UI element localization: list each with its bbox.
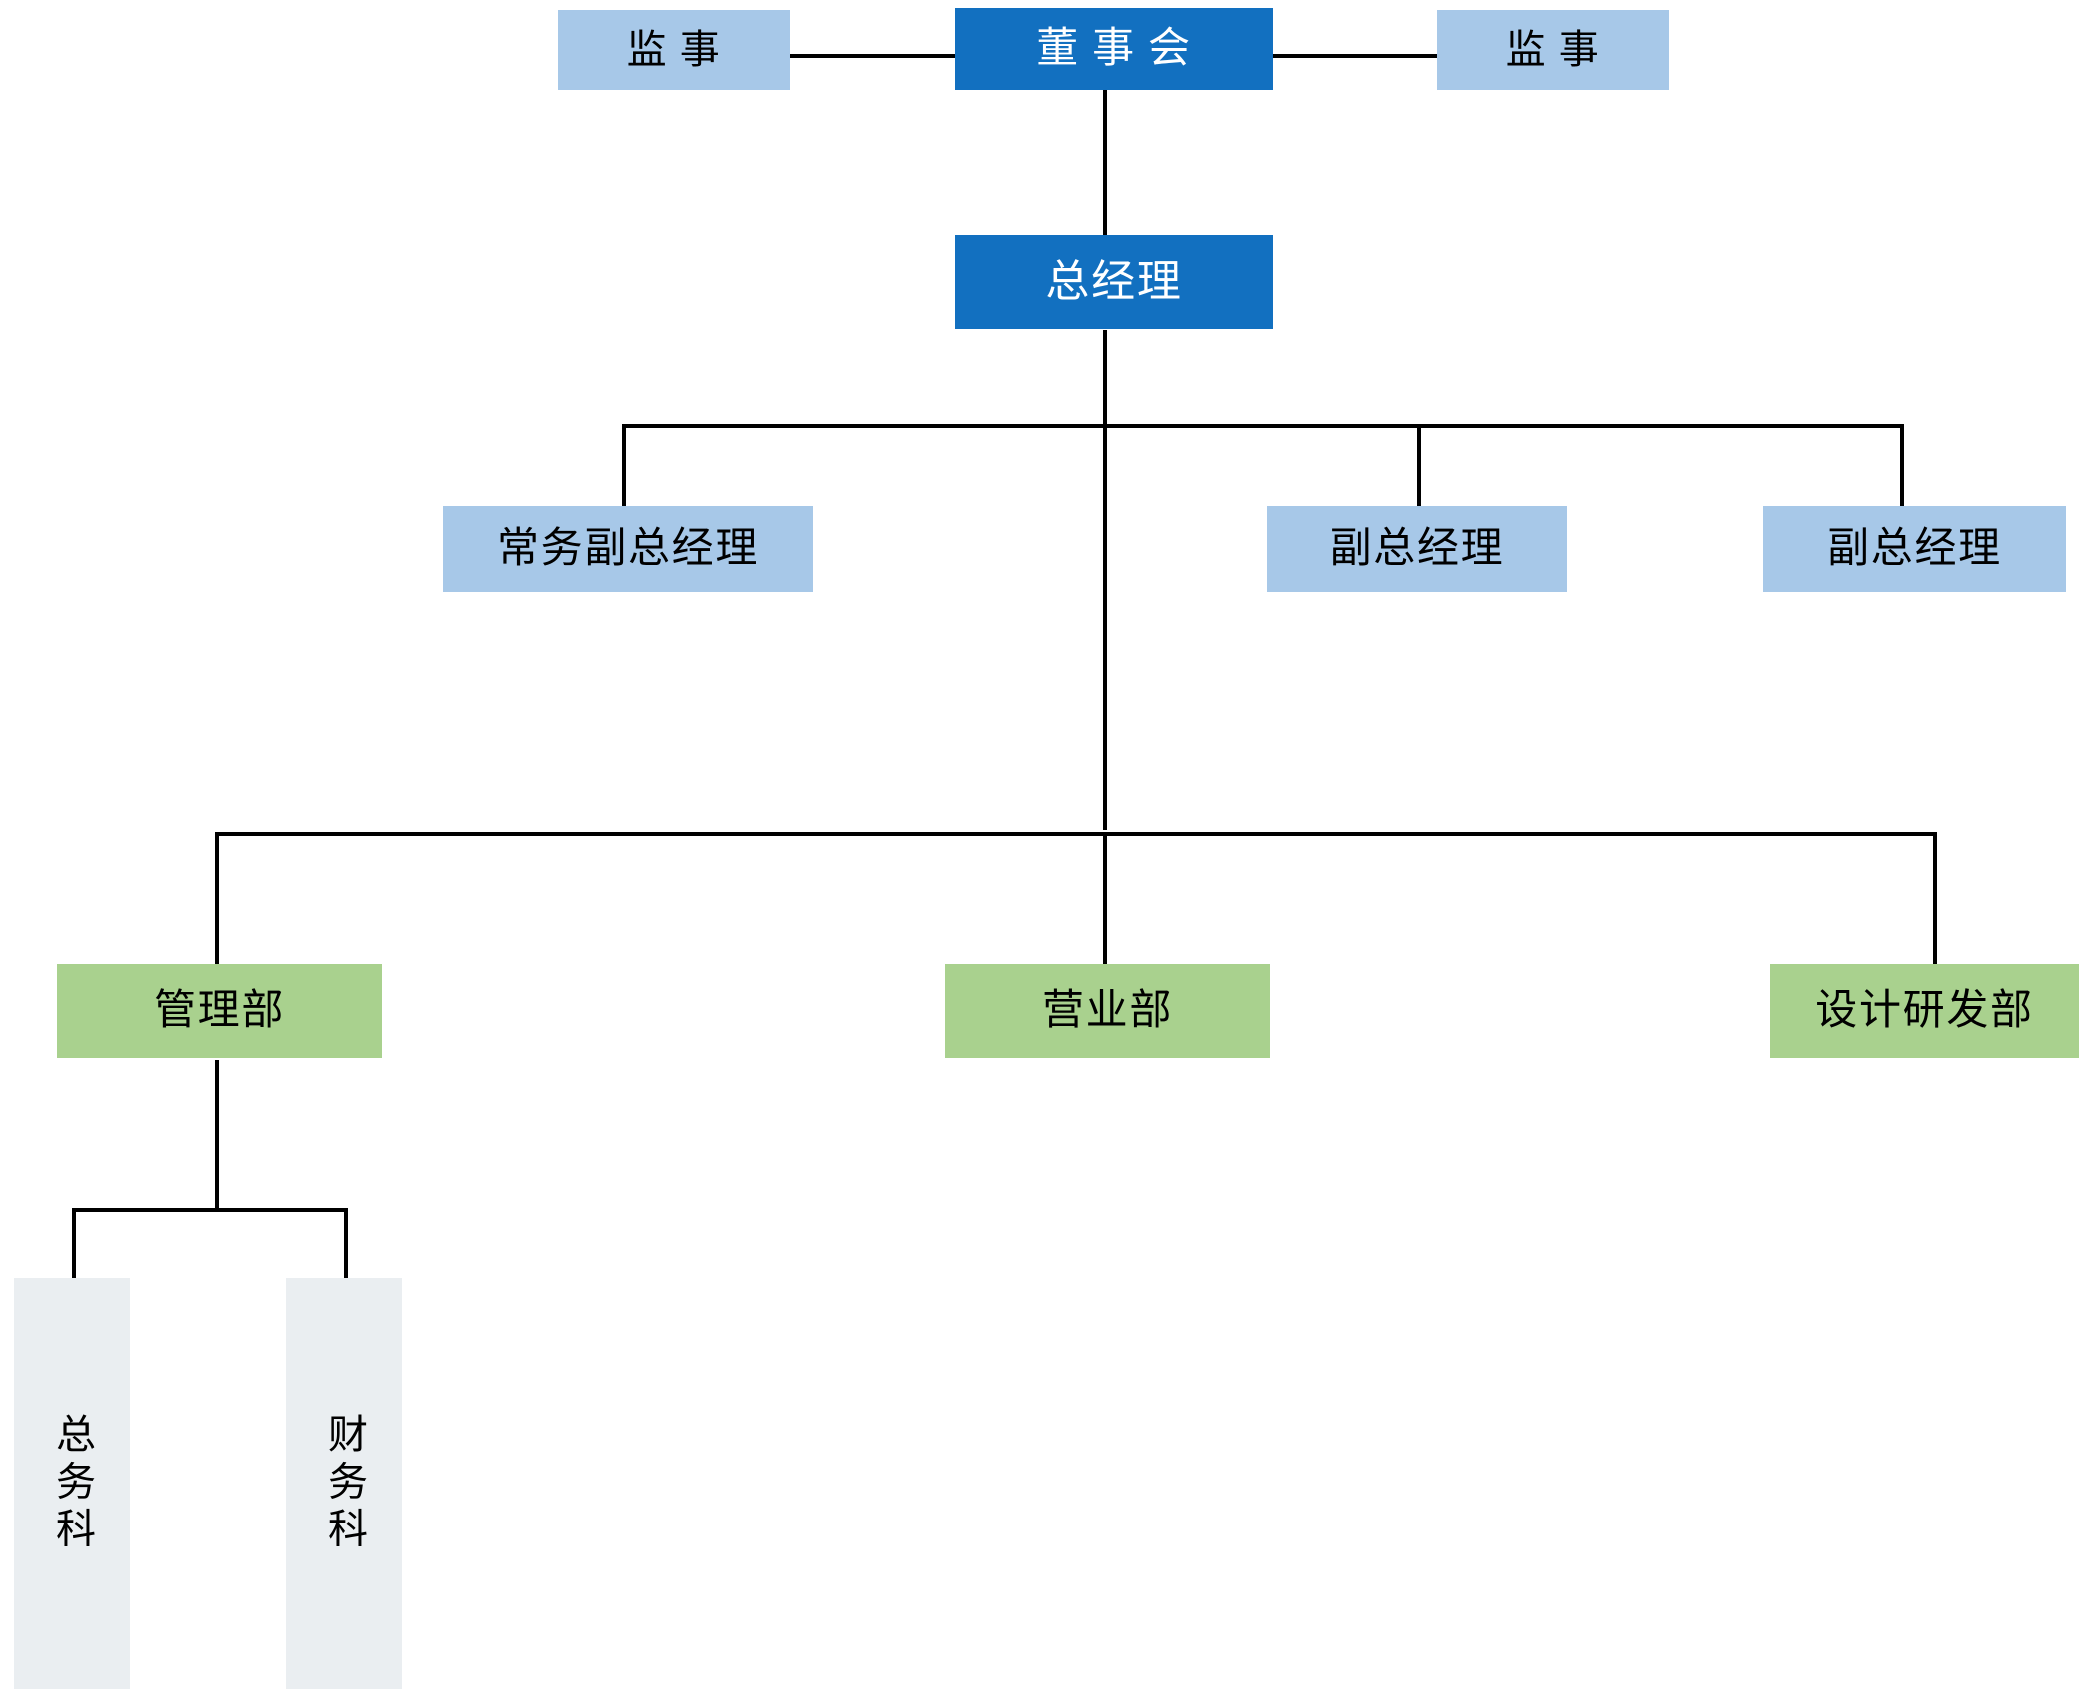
node-management-dept-label: 管理部 (153, 987, 286, 1034)
node-executive-vice-gm[interactable]: 常务副总经理 (443, 506, 813, 592)
node-board-of-directors[interactable]: 董 事 会 (955, 8, 1273, 90)
connector-level3-bus (622, 424, 1904, 428)
connector-level3-drop-vice-gm-right (1900, 424, 1904, 508)
node-design-rd-dept-label: 设计研发部 (1815, 987, 2034, 1034)
node-general-manager-label: 总经理 (1045, 256, 1183, 306)
node-general-affairs-section-label: 总务科 (50, 1412, 95, 1555)
connector-gm-trunk (1103, 330, 1107, 830)
connector-level4-bus (215, 832, 1937, 836)
node-supervisor-left[interactable]: 监 事 (558, 10, 790, 90)
node-supervisor-right-label: 监 事 (1505, 27, 1601, 72)
node-general-manager[interactable]: 总经理 (955, 235, 1273, 329)
node-supervisor-right[interactable]: 监 事 (1437, 10, 1669, 90)
connector-level4-drop-sales (1103, 832, 1107, 964)
connector-section-drop-finance (344, 1208, 348, 1280)
node-management-dept[interactable]: 管理部 (57, 964, 382, 1058)
connector-section-drop-general-affairs (72, 1208, 76, 1280)
connector-board-to-supervisor-left (787, 54, 957, 58)
node-finance-section-label: 财务科 (322, 1412, 367, 1555)
connector-level4-drop-design (1933, 832, 1937, 964)
node-vice-gm-middle[interactable]: 副总经理 (1267, 506, 1567, 592)
node-finance-section[interactable]: 财务科 (286, 1278, 402, 1689)
node-sales-dept[interactable]: 营业部 (945, 964, 1270, 1058)
connector-sections-bus (72, 1208, 348, 1212)
connector-management-trunk (215, 1060, 219, 1210)
node-vice-gm-right[interactable]: 副总经理 (1763, 506, 2066, 592)
connector-level4-drop-management (215, 832, 219, 964)
node-executive-vice-gm-label: 常务副总经理 (496, 525, 760, 572)
connector-board-to-gm (1103, 90, 1107, 235)
connector-level3-drop-executive-vice-gm (622, 424, 626, 508)
node-design-rd-dept[interactable]: 设计研发部 (1770, 964, 2079, 1058)
node-vice-gm-right-label: 副总经理 (1827, 525, 2002, 572)
node-supervisor-left-label: 监 事 (626, 27, 722, 72)
node-vice-gm-middle-label: 副总经理 (1329, 525, 1505, 572)
connector-level3-drop-vice-gm-middle (1417, 424, 1421, 508)
node-sales-dept-label: 营业部 (1041, 987, 1174, 1034)
node-general-affairs-section[interactable]: 总务科 (14, 1278, 130, 1689)
node-board-of-directors-label: 董 事 会 (1036, 25, 1192, 72)
connector-board-to-supervisor-right (1270, 54, 1440, 58)
